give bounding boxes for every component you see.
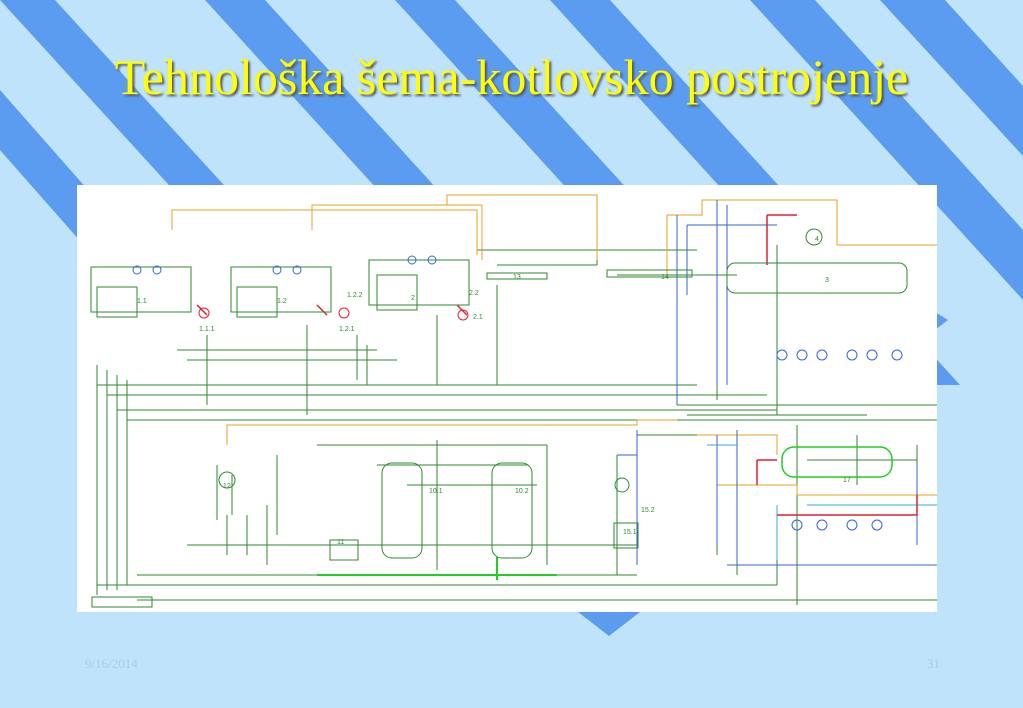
unit-label-3: 3 — [825, 277, 829, 284]
boiler-plant-scheme: 1.1 1.1.1 1.2 1.2.2 1.2.1 2 2.2 2.1 13 1… — [90, 194, 937, 608]
unit-label-13: 13 — [513, 274, 521, 281]
unit-label-4: 4 — [815, 236, 819, 243]
sludge-tank — [91, 596, 153, 608]
unit-label-1-2-2: 1.2.2 — [347, 292, 363, 299]
unit-label-11: 11 — [337, 539, 344, 546]
fan-symbols — [198, 307, 469, 321]
unit-label-15-2: 15.2 — [641, 507, 655, 514]
unit-labels: 1.1 1.1.1 1.2 1.2.2 1.2.1 2 2.2 2.1 13 1… — [137, 236, 851, 546]
unit-label-2-2: 2.2 — [469, 290, 479, 297]
boiler-units — [90, 228, 908, 561]
process-diagram: 1.1 1.1.1 1.2 1.2.2 1.2.1 2 2.2 2.1 13 1… — [77, 185, 937, 612]
unit-label-15-1: 15.1 — [623, 529, 637, 536]
unit-label-12: 12 — [223, 483, 231, 490]
slide-date: 9/16/2014 — [85, 656, 138, 671]
green-piping — [96, 205, 937, 605]
orange-piping — [171, 194, 937, 496]
slide-page-number: 31 — [927, 656, 940, 671]
unit-label-10-1: 10.1 — [429, 488, 443, 495]
unit-label-2-1: 2.1 — [473, 314, 483, 321]
slide-title: Tehnološka šema-kotlovsko postrojenje — [114, 49, 909, 105]
pump-symbols — [132, 255, 903, 531]
unit-label-14: 14 — [661, 274, 669, 281]
blue-piping — [617, 200, 937, 566]
unit-label-1-2: 1.2 — [277, 298, 287, 305]
unit-label-1-1: 1.1 — [137, 298, 147, 305]
bright-green-piping — [317, 557, 557, 580]
unit-label-2: 2 — [411, 295, 415, 302]
unit-label-17: 17 — [843, 477, 851, 484]
cyan-piping — [707, 444, 937, 560]
red-piping — [196, 214, 918, 516]
unit-label-1-1-1: 1.1.1 — [199, 326, 215, 333]
unit-label-1-2-1: 1.2.1 — [339, 326, 355, 333]
unit-label-10-2: 10.2 — [515, 488, 529, 495]
